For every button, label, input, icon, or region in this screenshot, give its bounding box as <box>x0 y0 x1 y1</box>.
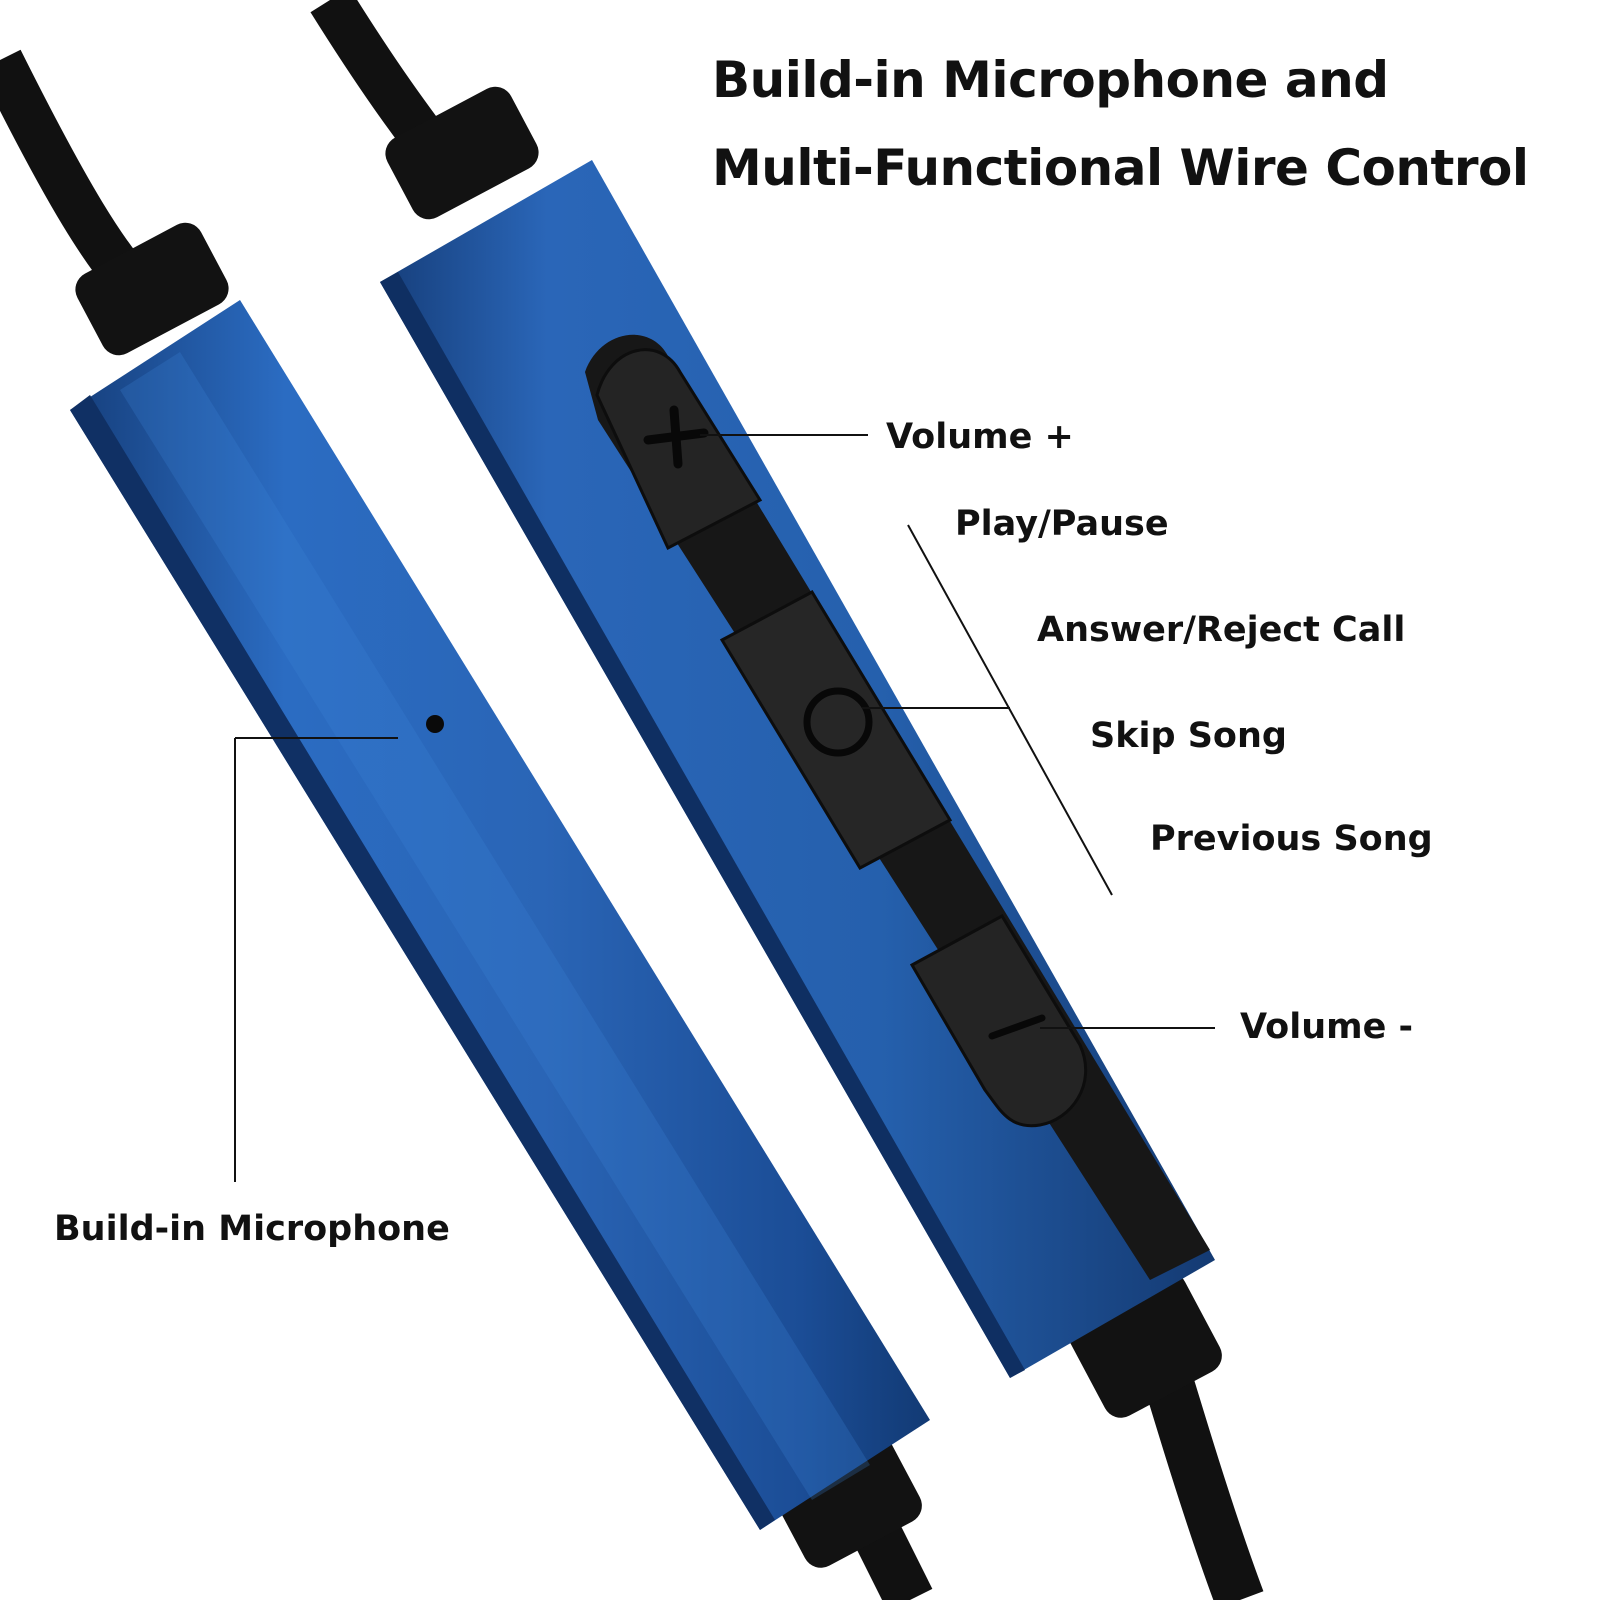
page-title-line1: Build-in Microphone and <box>712 51 1389 109</box>
controller-housing-edge <box>380 272 1025 1378</box>
plus-icon <box>643 405 709 469</box>
label-microphone: Build-in Microphone <box>54 1209 450 1249</box>
microphone-housing-edge <box>70 395 775 1530</box>
label-volume-up: Volume + <box>886 417 1074 457</box>
label-previous-song: Previous Song <box>1150 819 1433 859</box>
circle-button-icon <box>803 687 873 757</box>
page-title-line2: Multi-Functional Wire Control <box>712 139 1529 197</box>
label-volume-down: Volume - <box>1240 1007 1414 1047</box>
cable-collar-right <box>385 86 539 220</box>
leader-bracket <box>907 524 1113 896</box>
microphone-housing <box>70 300 930 1530</box>
minus-icon <box>988 1014 1046 1040</box>
microphone-housing-body <box>70 300 930 1530</box>
label-answer-reject: Answer/Reject Call <box>1037 610 1406 650</box>
cable-group <box>0 0 1264 1600</box>
cable-collar-left <box>75 222 229 356</box>
controller-housing <box>380 160 1215 1378</box>
microphone-housing-highlight <box>120 352 870 1500</box>
volume-down-key[interactable] <box>909 913 1088 1128</box>
label-skip-song: Skip Song <box>1090 716 1287 756</box>
play-pause-key[interactable] <box>719 590 953 870</box>
label-play-pause: Play/Pause <box>955 504 1169 544</box>
microphone-hole-icon <box>426 715 444 733</box>
leader-lines <box>234 434 1215 1182</box>
